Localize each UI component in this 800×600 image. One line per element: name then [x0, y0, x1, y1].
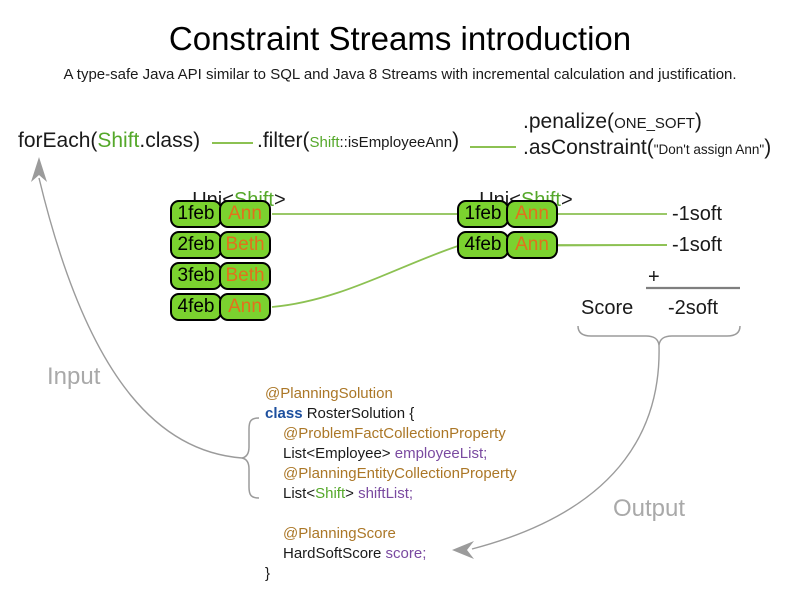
- page-title: Constraint Streams introduction: [168, 20, 632, 57]
- shift-date: 1feb: [464, 203, 502, 224]
- asconstraint-pre: .asConstraint(: [523, 136, 654, 159]
- shift-date: 4feb: [464, 234, 502, 255]
- shift-type: Shift: [315, 485, 346, 502]
- asconstraint-expression: .asConstraint("Don't assign Ann"): [523, 136, 771, 160]
- code-block: @PlanningSolution class RosterSolution {…: [265, 384, 517, 584]
- shift-date-box: 4feb: [170, 293, 222, 321]
- filter-pre: .filter(: [257, 129, 310, 152]
- right-stream-label-post: >: [560, 189, 573, 211]
- code-line-annotation-score: @PlanningScore: [265, 524, 517, 544]
- score-label: Score: [581, 297, 634, 319]
- shift-date: 3feb: [177, 265, 215, 286]
- penalty-label: -1soft: [672, 203, 723, 225]
- shift-employee: Ann: [515, 203, 549, 224]
- score-total: -2soft: [668, 297, 719, 319]
- shift-date: 4feb: [177, 296, 215, 317]
- filter-arg: ::isEmployeeAnn: [339, 134, 453, 151]
- code-line-class-decl: class RosterSolution {: [265, 404, 517, 424]
- code-line-annotation-planning-entity: @PlanningEntityCollectionProperty: [265, 464, 517, 484]
- shift-date-box: 1feb: [170, 200, 222, 228]
- shift-date: 2feb: [177, 234, 215, 255]
- score-field: score;: [385, 545, 427, 562]
- score-brace: [577, 325, 741, 346]
- flow-line-4feb: [271, 244, 668, 308]
- code-line-blank: [265, 504, 517, 524]
- penalize-expression: .penalize(ONE_SOFT): [523, 110, 702, 134]
- input-arrowhead-icon: [31, 157, 47, 182]
- shift-employee: Beth: [225, 234, 265, 255]
- code-line-employee-field: List<Employee> employeeList;: [265, 444, 517, 464]
- penalize-post: ): [694, 110, 702, 133]
- filter-type: Shift: [309, 134, 340, 151]
- shift-employee-box: Ann: [506, 231, 558, 259]
- input-arrow: [38, 177, 243, 459]
- penalty-label: -1soft: [672, 234, 723, 256]
- output-label: Output: [613, 495, 686, 522]
- shift-type-post: >: [345, 485, 359, 502]
- shift-date-box: 2feb: [170, 231, 222, 259]
- foreach-post: .class): [139, 129, 201, 152]
- code-line-score-field: HardSoftScore score;: [265, 544, 517, 564]
- filter-expression: .filter(Shift::isEmployeeAnn): [257, 129, 459, 153]
- shift-date: 1feb: [177, 203, 215, 224]
- code-line-annotation-solution: @PlanningSolution: [265, 384, 517, 404]
- annotation-planning-solution: @PlanningSolution: [265, 385, 393, 402]
- code-fields-brace: [241, 417, 260, 499]
- code-line-close-brace: }: [265, 564, 517, 584]
- output-arrowhead-icon: [452, 541, 474, 559]
- plus-sign: +: [648, 266, 660, 288]
- foreach-pre: forEach(: [18, 129, 98, 152]
- code-line-annotation-problem-fact: @ProblemFactCollectionProperty: [265, 424, 517, 444]
- code-line-shift-field: List<Shift> shiftList;: [265, 484, 517, 504]
- annotation-planning-score: @PlanningScore: [283, 525, 396, 542]
- shift-date-box: 3feb: [170, 262, 222, 290]
- shift-employee-box: Ann: [219, 200, 271, 228]
- foreach-expression: forEach(Shift.class): [18, 129, 200, 153]
- filter-post: ): [452, 129, 460, 152]
- input-label: Input: [47, 363, 101, 390]
- shift-date-box: 4feb: [457, 231, 509, 259]
- employee-field: employeeList;: [394, 445, 488, 462]
- penalize-arg: ONE_SOFT: [614, 115, 695, 132]
- annotation-planning-entity: @PlanningEntityCollectionProperty: [283, 465, 517, 482]
- annotation-problem-fact: @ProblemFactCollectionProperty: [283, 425, 506, 442]
- employee-type: List<Employee>: [283, 445, 395, 462]
- shift-date-box: 1feb: [457, 200, 509, 228]
- shift-employee-box: Beth: [219, 231, 271, 259]
- class-name: RosterSolution {: [302, 405, 415, 422]
- shift-employee-box: Ann: [219, 293, 271, 321]
- asconstraint-arg: "Don't assign Ann": [653, 142, 765, 157]
- class-keyword: class: [265, 405, 303, 422]
- page-subtitle: A type-safe Java API similar to SQL and …: [63, 66, 737, 83]
- shift-type-pre: List<: [283, 485, 316, 502]
- left-stream-label-post: >: [273, 189, 286, 211]
- close-brace: }: [265, 565, 271, 582]
- shift-employee: Beth: [225, 265, 265, 286]
- output-arrow: [471, 344, 660, 550]
- shift-employee: Ann: [228, 203, 262, 224]
- score-type: HardSoftScore: [283, 545, 386, 562]
- shift-employee-box: Ann: [506, 200, 558, 228]
- shift-employee-box: Beth: [219, 262, 271, 290]
- shift-employee: Ann: [228, 296, 262, 317]
- asconstraint-post: ): [764, 136, 772, 159]
- shift-employee: Ann: [515, 234, 549, 255]
- penalize-pre: .penalize(: [523, 110, 615, 133]
- foreach-type: Shift: [97, 129, 140, 152]
- shift-field: shiftList;: [358, 485, 414, 502]
